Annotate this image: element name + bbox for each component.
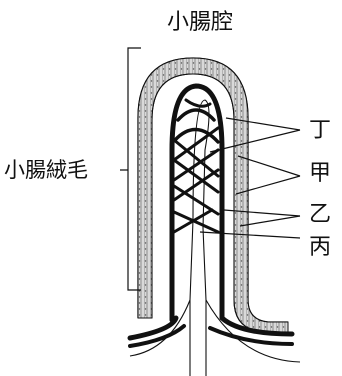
villus-label: 小腸絨毛 — [4, 160, 88, 181]
leader-yi-2 — [240, 216, 300, 226]
label-bing: 丙 — [309, 237, 331, 259]
label-yi: 乙 — [309, 204, 331, 226]
leader-lines — [200, 118, 300, 238]
label-ding: 丁 — [309, 120, 331, 142]
leader-bing — [200, 232, 300, 238]
lumen-label: 小腸腔 — [167, 12, 233, 34]
label-jia: 甲 — [309, 163, 331, 185]
